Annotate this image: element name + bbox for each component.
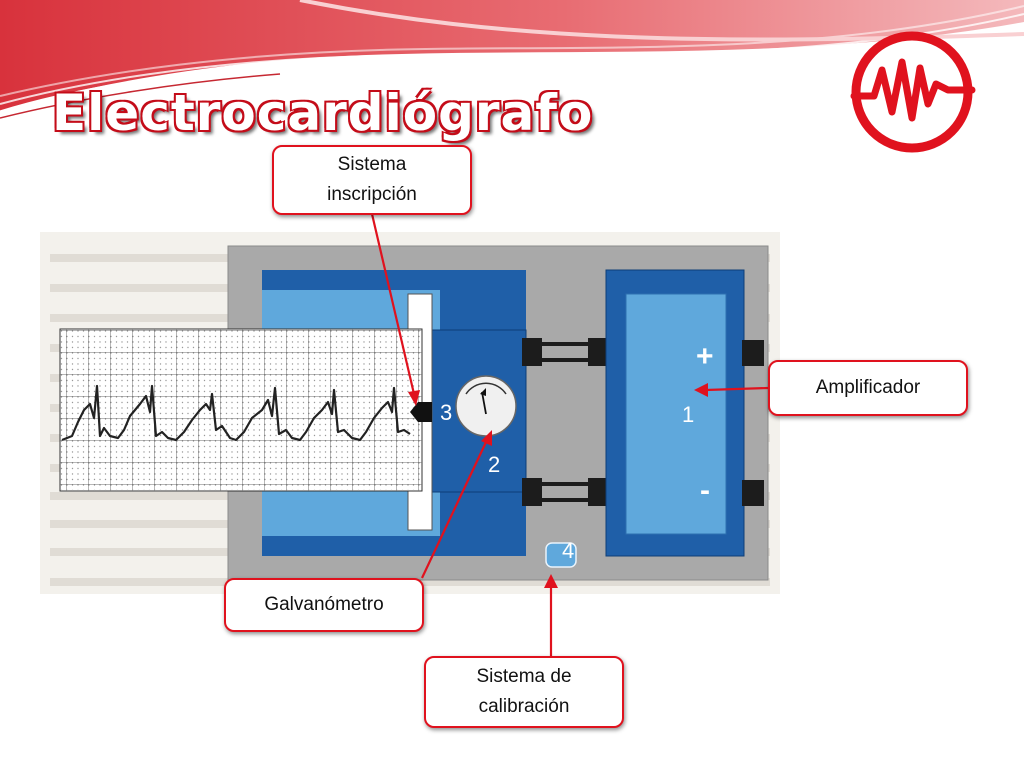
ecg-wave-icon (850, 31, 976, 153)
callout-sistema-calibracion: Sistema de calibración (424, 656, 624, 728)
label-minus: - (700, 474, 710, 507)
slide-title: Electrocardiógrafo (52, 84, 594, 142)
arrow-amplificador (705, 386, 769, 392)
callout-inscripcion-line1: Sistema (337, 154, 407, 175)
label-1: 1 (682, 402, 694, 427)
connector (588, 338, 608, 366)
connector (588, 478, 608, 506)
amplifier-panel (625, 293, 727, 535)
callout-galvanometro: Galvanómetro (224, 578, 424, 632)
connector (522, 338, 542, 366)
arrow-inscripcion (370, 213, 416, 395)
terminal-plus (742, 340, 764, 366)
callout-galvanometro-text: Galvanómetro (264, 594, 384, 615)
label-2: 2 (488, 452, 500, 477)
callout-sistema-inscripcion: Sistema inscripción (272, 145, 472, 215)
terminal-minus (742, 480, 764, 506)
label-plus: + (696, 340, 714, 373)
callout-inscripcion-line2: inscripción (327, 184, 417, 205)
callout-amplificador: Amplificador (768, 360, 968, 416)
arrow-galvanometro (421, 439, 488, 579)
callout-amplificador-text: Amplificador (815, 377, 921, 398)
galvanometer-dial (455, 375, 517, 437)
stylus (410, 402, 432, 422)
callout-calibracion-line2: calibración (478, 696, 570, 717)
callout-calibracion-line1: Sistema de (476, 666, 572, 687)
ecg-trace (61, 384, 411, 442)
calibration-button (545, 542, 577, 568)
connector (522, 478, 542, 506)
label-3: 3 (440, 400, 452, 425)
label-4: 4 (562, 538, 574, 563)
